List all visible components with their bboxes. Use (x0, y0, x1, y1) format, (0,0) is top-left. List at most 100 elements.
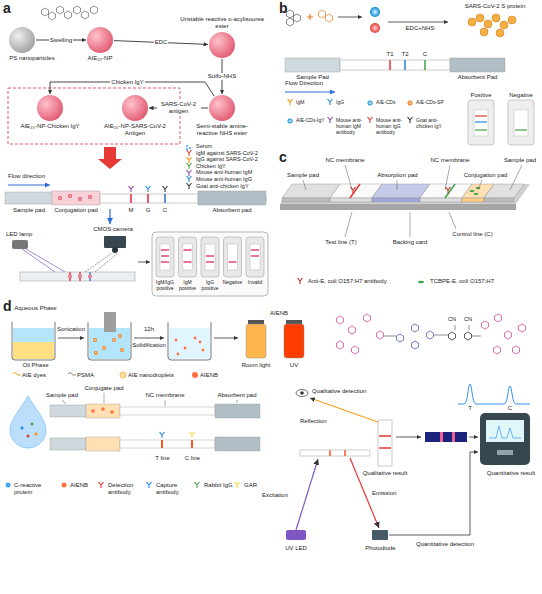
art-shape (199, 341, 202, 344)
art-shape (505, 331, 512, 339)
art-shape (446, 187, 451, 193)
art-shape (175, 339, 178, 342)
art-shape (470, 190, 475, 192)
art-shape (147, 482, 152, 488)
art-shape (49, 12, 56, 20)
art-shape (303, 180, 306, 190)
art-shape (156, 237, 264, 277)
art-shape (50, 405, 86, 417)
art-shape (65, 11, 72, 19)
art-shape (500, 21, 508, 29)
edge-label: EDC (154, 39, 169, 46)
art-shape (326, 14, 333, 22)
art-shape (206, 261, 214, 262)
art-shape (492, 14, 500, 22)
edge-label: Chicken IgY (110, 79, 144, 86)
label: Negative (502, 92, 540, 99)
art-shape (175, 337, 205, 356)
legend-text: TCBPE-E. coli O157:H7 (430, 278, 520, 285)
label: G (143, 207, 153, 214)
art-shape (475, 121, 487, 122)
art-shape (337, 314, 526, 354)
art-shape (475, 129, 487, 130)
art-shape (288, 99, 293, 105)
art-shape (58, 338, 84, 339)
art-shape (449, 332, 456, 340)
art-shape (285, 92, 335, 93)
art-shape (89, 328, 130, 359)
label: Reflection (300, 418, 335, 425)
art-shape (372, 530, 388, 540)
art-shape (328, 117, 333, 123)
label: Emission (372, 490, 407, 497)
legend-text: IgG against SARS-CoV-2 (196, 156, 268, 162)
art-shape (484, 184, 524, 198)
art-shape (13, 373, 21, 376)
art-shape (130, 194, 132, 203)
art-shape (340, 60, 450, 70)
art-shape (201, 237, 219, 277)
art-shape (379, 447, 391, 449)
art-shape (286, 530, 306, 540)
art-shape (160, 244, 170, 270)
art-shape (345, 165, 352, 190)
art-shape (68, 373, 76, 376)
art-shape (22, 249, 55, 272)
label: Negative (221, 280, 245, 286)
nanoparticle-circle: PS nanoparticles (9, 27, 35, 53)
art-shape (337, 314, 526, 354)
legend-text: Mouse anti-human IgG antibody (376, 118, 412, 135)
art-shape (187, 170, 192, 176)
label: IgM positive (176, 280, 200, 292)
art-shape (8, 88, 180, 144)
label: C (506, 405, 514, 412)
art-shape (205, 244, 215, 270)
art-shape (408, 101, 413, 106)
art-shape (350, 184, 360, 198)
legend-text: Detection antibody (108, 482, 146, 496)
label: CMOS camera (88, 226, 138, 233)
art-shape (20, 272, 135, 281)
art-shape (476, 14, 484, 22)
art-shape (510, 165, 522, 190)
label: M (126, 207, 136, 214)
art-shape (187, 163, 192, 169)
legend-text: GAR (244, 482, 264, 489)
art-shape (13, 328, 54, 342)
legend-text: Mouse anti-human IgM antibody (336, 118, 372, 135)
art-shape (164, 194, 166, 203)
art-shape (12, 240, 28, 249)
art-shape (160, 432, 165, 438)
art-shape (68, 194, 72, 198)
art-shape (10, 396, 46, 448)
art-shape (338, 17, 362, 18)
label: NC membrane (320, 157, 370, 164)
legend-text: AIE nanodroplets (128, 372, 188, 379)
art-shape (468, 14, 516, 37)
art-shape (161, 255, 169, 256)
label: Backing card (385, 239, 435, 246)
label: Flow direction (8, 173, 68, 180)
art-shape (396, 437, 421, 438)
label: UV LED (276, 545, 316, 552)
art-shape (288, 119, 293, 124)
art-shape (345, 212, 352, 237)
label: Quantitative detection (410, 541, 480, 548)
art-shape (120, 348, 124, 352)
art-shape (101, 407, 105, 411)
art-shape (134, 338, 164, 339)
art-shape (104, 393, 105, 403)
art-shape (497, 450, 513, 455)
art-shape (420, 198, 462, 202)
art-shape (484, 198, 514, 202)
legend-text: IgM against SARS-CoV-2 (196, 150, 268, 156)
art-shape (86, 404, 120, 418)
art-shape (486, 420, 524, 442)
art-shape (287, 10, 301, 26)
art-shape (458, 384, 530, 404)
art-shape (389, 452, 478, 535)
art-shape (120, 372, 126, 378)
art-shape (198, 191, 266, 205)
node-label: AIE₂₀-NP-SARS-CoV-2 Antigen (95, 123, 175, 137)
